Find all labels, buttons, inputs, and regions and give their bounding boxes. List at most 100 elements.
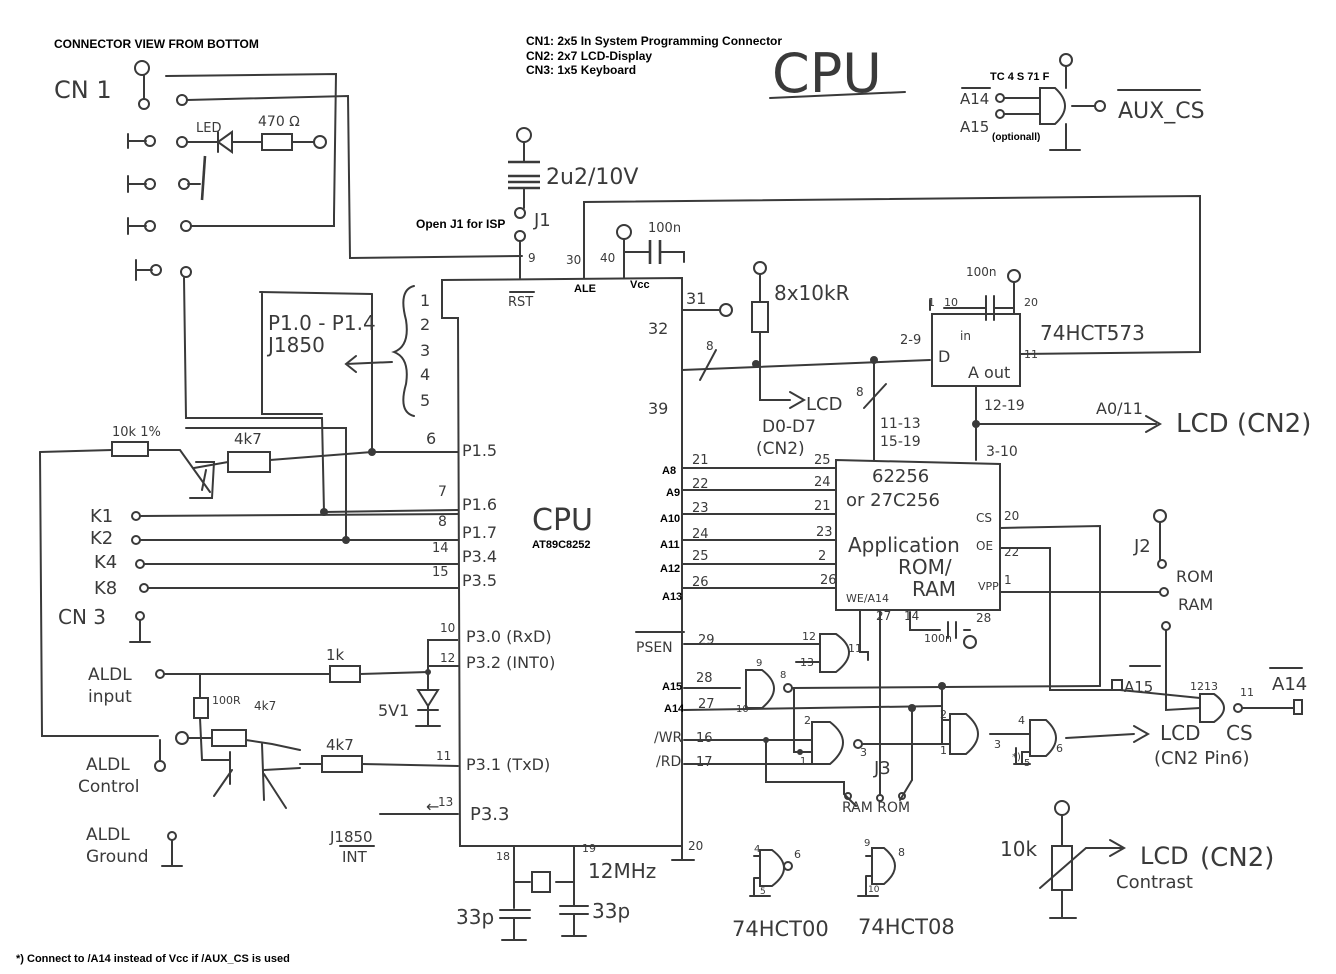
svg-text:A10: A10 [660,513,680,525]
r-4k7-b [321,755,363,773]
svg-text:K8: K8 [94,578,117,599]
svg-text:12: 12 [802,630,816,643]
svg-text:P3.5: P3.5 [462,571,497,590]
latch-pin11: 11 [1024,348,1038,361]
svg-text:A14: A14 [664,703,685,715]
j1850-int-2: INT [342,848,368,866]
svg-text:32: 32 [648,319,668,338]
cap-33p-2 [559,905,589,937]
contrast-label: Contrast [1116,872,1193,893]
svg-text:PSEN: PSEN [636,640,673,656]
latch-cap: 100n [966,265,997,279]
ram-cap: 100n [924,632,952,645]
ram-line2: or 27C256 [846,490,940,511]
svg-text:27: 27 [876,609,891,623]
svg-text:4: 4 [754,844,760,855]
svg-text:A11: A11 [660,539,680,551]
svg-text:11: 11 [848,642,862,655]
j2-rom: ROM [1176,567,1214,586]
svg-text:2: 2 [940,708,947,721]
svg-text:10: 10 [440,621,455,635]
svg-text:15: 15 [432,565,449,580]
svg-text:27: 27 [698,697,715,712]
vcc-decoupling-cap [648,240,662,264]
lcd-cs-pin6: (CN2 Pin6) [1154,748,1250,769]
cn1-legend: CN1: 2x5 In System Programming Connector [526,34,782,48]
svg-text:2: 2 [804,714,811,727]
svg-text:P1.5: P1.5 [462,441,497,460]
latch-bus-12-19: 12-19 [984,398,1025,414]
svg-text:5: 5 [1024,758,1030,769]
j1850-int-arrow: ← [426,797,439,816]
svg-text:21: 21 [814,499,831,514]
aux-cs-output: AUX_CS [1118,99,1205,124]
lcd-cs-label: LCD [1160,721,1201,745]
legend-and [871,847,896,885]
ram-vpp: VPP [978,580,999,593]
data-bus [681,359,931,371]
latch-chip [931,313,1021,387]
svg-text:14: 14 [904,609,919,623]
svg-text:3: 3 [994,738,1001,751]
keyboard-lines: K1 K2 K4 K8 [90,427,459,599]
latch-aout: A out [968,363,1010,382]
svg-text:K1: K1 [90,506,113,527]
cpu-name: CPU [532,503,593,538]
cn3-label: CN 3 [58,605,106,629]
svg-text:28: 28 [696,671,713,686]
lcd-cn2-top: LCD (CN2) [1176,409,1311,439]
pullup-resistor [751,301,769,333]
r-4k7-kb [227,451,271,473]
svg-text:24: 24 [814,475,831,490]
contrast-cn2: (CN2) [1200,843,1274,873]
j1850-label: J1850 [266,333,325,357]
bus-11-13: 11-13 [880,416,921,432]
svg-text:13: 13 [800,656,814,669]
latch-bus-3-10: 3-10 [986,444,1018,460]
aux-or-gate [1039,87,1066,125]
latch-bus-2-9: 2-9 [900,333,921,348]
title-underline [769,91,906,99]
cpu-right-pins: 31 32 39 21 22 23 24 25 26 29 28 27 16 1… [648,289,715,770]
cn1-pin-pairs [127,94,192,281]
aux-vcc-symbol [1059,53,1073,67]
led-resistor [261,133,293,151]
svg-text:31: 31 [686,289,706,308]
latch-part: 74HCT573 [1040,321,1145,345]
svg-text:14: 14 [432,541,449,556]
zener-diode [415,689,441,727]
vcc-cap-label: 100n [648,221,681,236]
ram-line3: Application [848,533,960,557]
port1-brace [391,285,415,417]
svg-text:11: 11 [1240,686,1254,699]
ram-pin-numbers: 25 24 21 23 2 26 20 22 27 14 28 1 [814,453,1019,625]
svg-text:9: 9 [864,838,870,849]
aldl-input-2: input [88,687,132,707]
svg-text:22: 22 [692,477,709,492]
bus-8-ram: 8 [856,385,864,399]
svg-text:26: 26 [820,573,837,588]
j1850-bus-label: P1.0 - P1.4 [268,311,376,335]
aldl-ground-1: ALDL [86,825,130,845]
svg-text:23: 23 [816,525,833,540]
gate-cs [1199,693,1225,723]
svg-text:/WR: /WR [654,730,683,746]
svg-text:24: 24 [692,527,709,542]
svg-text:*): *) [1012,752,1021,763]
port1-pins: 1 2 3 4 5 [420,291,430,410]
r-4k7-ctrl [211,729,247,747]
svg-text:1: 1 [800,756,806,767]
data-bus-width: 8 [706,339,714,353]
svg-text:6: 6 [426,429,436,448]
svg-text:5: 5 [760,887,766,897]
svg-text:P1.7: P1.7 [462,523,497,542]
svg-text:6: 6 [1056,742,1063,755]
cn2-legend: CN2: 2x7 LCD-Display [526,49,652,63]
svg-text:6: 6 [794,848,801,861]
svg-text:20: 20 [1004,509,1019,523]
svg-text:4: 4 [420,365,430,384]
svg-text:12: 12 [440,651,455,665]
svg-text:P1.6: P1.6 [462,495,497,514]
r-4k7a-label: 4k7 [254,699,276,713]
